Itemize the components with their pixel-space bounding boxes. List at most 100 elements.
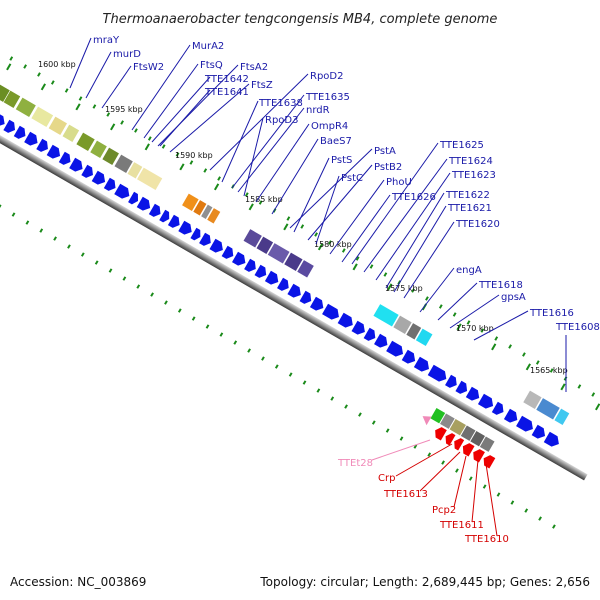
inner-dotted-ring [0, 204, 556, 529]
gene-label-tte1622: TTE1622 [445, 190, 490, 201]
ring-dot [164, 300, 168, 305]
gene-label-tte1621: TTE1621 [447, 203, 492, 214]
tick-label: 1600 kbp [38, 60, 76, 69]
ring-dot [522, 352, 526, 357]
cds-arrow [477, 393, 494, 409]
reverse-cds-arrow [462, 443, 475, 457]
feature-block [47, 115, 68, 136]
leader-line [289, 148, 373, 229]
leader-line [101, 65, 132, 109]
ring-dot [94, 260, 99, 265]
tick-label: 1580 kbp [314, 240, 352, 249]
leader-line [221, 100, 259, 183]
gene-label-ftsA2: FtsA2 [240, 62, 268, 73]
ring-dot [538, 516, 542, 521]
feature-block [405, 322, 423, 341]
cds-arrow [81, 164, 93, 178]
ring-dot [147, 136, 152, 141]
feature-block [113, 153, 134, 174]
ring-dot [205, 324, 210, 329]
ring-dot [39, 228, 44, 233]
leader-line [419, 267, 455, 313]
reverse-cds-arrow [435, 427, 447, 441]
genome-track [0, 56, 600, 529]
feature-block [206, 207, 222, 225]
cds-arrow [58, 151, 71, 165]
leader-line [151, 76, 211, 143]
feature-block [89, 139, 108, 159]
tick-mark [248, 203, 254, 211]
gene-labels: mraY murD FtsW2 MurA2 FtsQ FtsA2 TTE1642… [93, 35, 600, 333]
tick-label: 1575 kbp [385, 284, 423, 293]
cds-arrow [427, 364, 447, 382]
gene-label-tte1623: TTE1623 [451, 170, 496, 181]
cds-arrow [299, 290, 312, 304]
ring-dot [466, 320, 471, 325]
leader-line [169, 83, 250, 153]
cds-arrow [167, 214, 180, 228]
leader-line [371, 439, 431, 461]
gene-label-pstA: PstA [374, 146, 396, 157]
ring-dot [591, 392, 596, 397]
tick-mark [456, 323, 462, 331]
ring-dot [120, 120, 124, 125]
cds-arrow [374, 333, 388, 348]
ring-dot [92, 104, 97, 109]
ring-dot [177, 308, 182, 313]
cds-arrow [0, 111, 5, 127]
leader-line [385, 192, 445, 289]
gene-label-tte1625: TTE1625 [439, 140, 484, 151]
ring-dot [106, 112, 111, 117]
tick-mark [352, 263, 358, 271]
ring-dot [355, 256, 360, 261]
reverse-feature-block [460, 425, 476, 441]
ring-dot [411, 288, 415, 293]
feature-block [30, 105, 54, 128]
ring-dot [452, 312, 457, 317]
ring-dot [482, 484, 487, 489]
gene-label-ftsZ: FtsZ [251, 80, 273, 91]
leader-line [471, 459, 479, 523]
reverse-feature-block [440, 413, 455, 429]
ring-dot [244, 192, 249, 197]
gene-label-pstS: PstS [331, 155, 352, 166]
ring-dot [358, 412, 362, 417]
gene-label-rpoD3: RpoD3 [265, 115, 298, 126]
ring-dot [441, 460, 445, 465]
ring-dot [369, 264, 374, 269]
forward-cds-arrows [0, 111, 559, 447]
feature-block [61, 123, 80, 143]
leader-line [453, 455, 467, 508]
tick-mark [6, 63, 12, 71]
tick-mark [491, 343, 497, 351]
gene-label-engA: engA [456, 265, 482, 276]
cds-arrow [136, 196, 151, 211]
gene-leader-lines-lower [371, 439, 498, 537]
tick-mark [110, 123, 116, 131]
leader-line [293, 157, 330, 233]
ring-dot [302, 380, 307, 385]
ring-dot [535, 360, 540, 365]
leader-line [209, 73, 309, 171]
feature-block [200, 203, 214, 220]
ring-dot [455, 468, 459, 473]
cds-arrow [322, 303, 339, 320]
gene-label-tte1635: TTE1635 [305, 92, 350, 103]
feature-block [75, 131, 96, 152]
ring-dot [328, 240, 332, 245]
map-title: Thermoanaerobacter tengcongensis MB4, co… [103, 12, 498, 27]
leader-line [69, 37, 92, 89]
tick-mark [75, 103, 81, 111]
gene-label-tte1642: TTE1642 [204, 74, 249, 85]
reverse-feature-block [449, 418, 466, 436]
feature-block [283, 251, 304, 272]
feature-block [415, 327, 434, 347]
reverse-feature-block [479, 436, 495, 452]
feature-block [2, 89, 22, 109]
ring-dot [67, 244, 71, 249]
ring-dot [189, 160, 194, 165]
ring-dot [150, 292, 154, 297]
cds-arrow [159, 209, 170, 223]
gene-label-rpoD2: RpoD2 [310, 71, 343, 82]
ring-dot [9, 56, 14, 61]
